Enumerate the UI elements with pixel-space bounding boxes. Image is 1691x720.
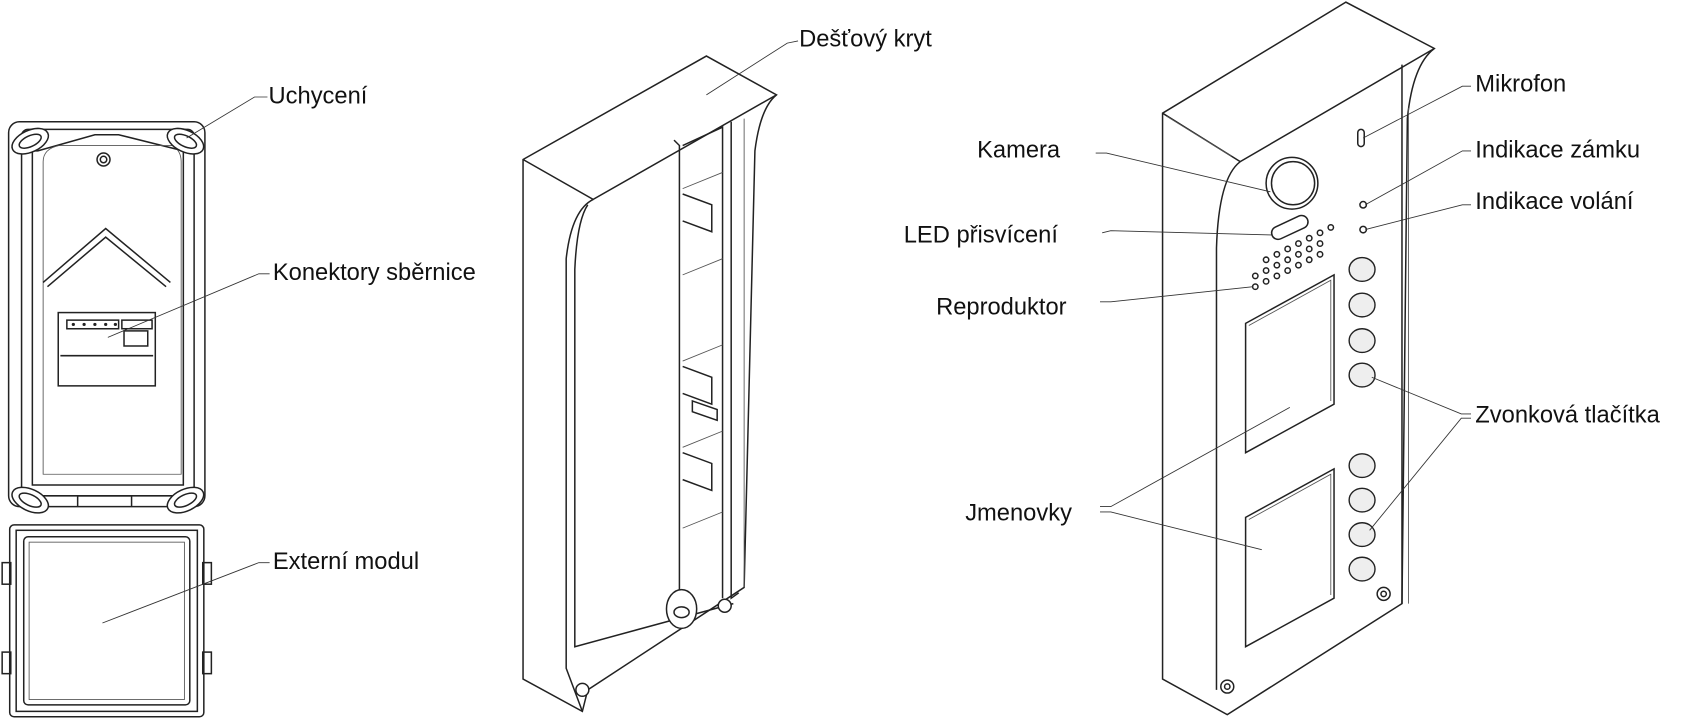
call-buttons <box>1348 256 1376 582</box>
label-call-indicator: Indikace volání <box>1475 189 1634 215</box>
label-speaker: Reproduktor <box>936 295 1067 321</box>
lock-indicator-led <box>1359 200 1368 209</box>
mounting-holes <box>11 127 205 514</box>
arrow-up-icon <box>42 227 171 283</box>
external-module <box>1 524 213 718</box>
screw-icon <box>1220 679 1235 694</box>
name-tag <box>1244 273 1335 454</box>
name-tag <box>1244 467 1335 648</box>
speaker-holes <box>1251 223 1335 291</box>
label-led-illumination: LED přisvícení <box>904 223 1059 249</box>
label-rain-cover: Dešťový kryt <box>799 26 932 52</box>
front-panel <box>1161 1 1436 716</box>
label-camera: Kamera <box>977 137 1061 163</box>
label-bus-connectors: Konektory sběrnice <box>273 260 476 286</box>
label-call-buttons: Zvonková tlačítka <box>1475 403 1660 429</box>
label-mounting: Uchycení <box>269 83 368 109</box>
rain-cover <box>522 55 778 713</box>
leader-lines <box>102 40 1471 624</box>
screw-icon <box>1376 586 1391 602</box>
label-lock-indicator: Indikace zámku <box>1475 137 1640 163</box>
label-microphone: Mikrofon <box>1475 72 1566 98</box>
bus-connector-block <box>57 311 157 387</box>
led-illumination <box>1270 214 1309 241</box>
label-name-tags: Jmenovky <box>965 501 1072 527</box>
label-external-module: Externí modul <box>273 549 419 575</box>
microphone <box>1357 128 1365 148</box>
back-plate <box>7 121 206 514</box>
camera <box>1265 156 1319 210</box>
